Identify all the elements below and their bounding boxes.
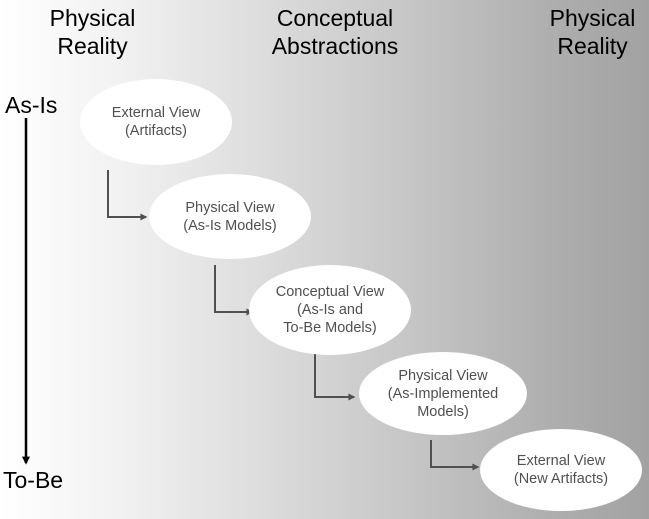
external-view-artifacts-node: External View (Artifacts) [80, 79, 232, 165]
heading-line: Physical [49, 5, 136, 31]
connector-arrow-4 [430, 440, 480, 471]
connector-arrow-1 [107, 170, 148, 221]
node-line: Physical View [398, 367, 488, 384]
node-line: (As-Implemented [387, 385, 499, 402]
node-line: Physical View [185, 199, 275, 216]
heading-line: Abstractions [271, 33, 399, 59]
connector-arrow-2 [214, 265, 254, 316]
heading-line: Reality [57, 33, 128, 59]
node-line: To-Be Models) [283, 320, 377, 336]
external-view-new-artifacts-node: External View (New Artifacts) [480, 429, 642, 511]
heading-physical-reality-right: Physical Reality [530, 4, 649, 60]
node-line: Conceptual View [275, 284, 385, 300]
connector-arrow-3 [314, 353, 356, 401]
node-line: (Artifacts) [124, 123, 187, 139]
heading-physical-reality-left: Physical Reality [30, 4, 155, 60]
heading-line: Physical [549, 5, 636, 31]
as-is-label: As-Is [5, 92, 58, 118]
node-line: (As-Is and [296, 302, 364, 318]
node-line: External View [111, 105, 201, 121]
to-be-label: To-Be [3, 467, 64, 493]
physical-view-as-implemented-node: Physical View (As-Implemented Models) [359, 352, 527, 435]
heading-conceptual-abstractions: Conceptual Abstractions [240, 4, 430, 60]
node-line: Models) [417, 403, 469, 420]
heading-line: Conceptual [276, 5, 394, 31]
heading-line: Reality [557, 33, 628, 59]
physical-view-as-is-models-node: Physical View (As-Is Models) [149, 174, 311, 259]
node-line: (As-Is Models) [183, 217, 277, 234]
conceptual-view-node: Conceptual View (As-Is and To-Be Models) [249, 265, 411, 355]
node-line: (New Artifacts) [513, 471, 609, 487]
node-line: External View [516, 453, 606, 469]
